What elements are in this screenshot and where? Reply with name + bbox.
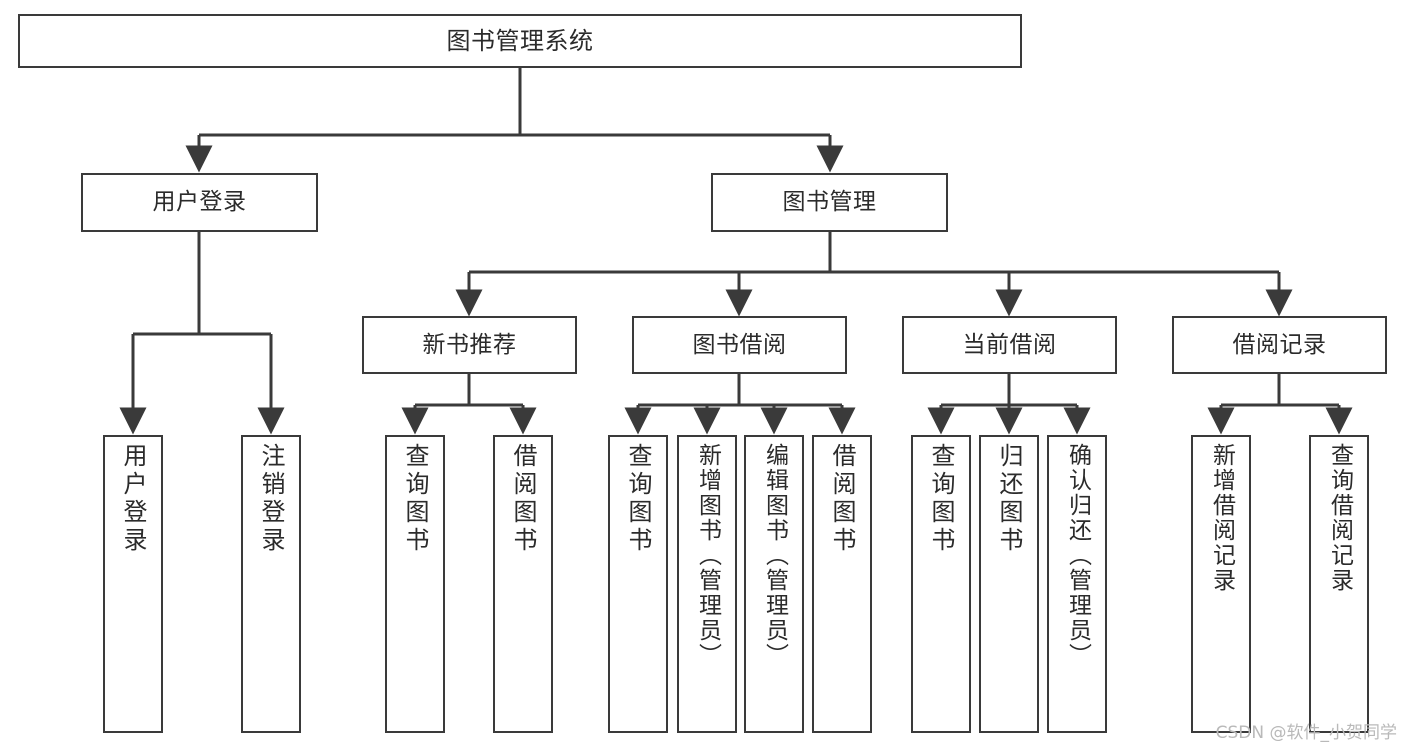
node-book-management-label: 图书管理 (782, 189, 877, 215)
node-book-borrow[interactable]: 图书借阅 (632, 316, 847, 374)
leaf-edit-book-label: 编辑图书（管理员） (761, 443, 788, 668)
leaf-user-login-label: 用户登录 (119, 443, 147, 555)
leaf-query-book-1[interactable]: 查询图书 (385, 435, 445, 733)
node-new-book-recommend[interactable]: 新书推荐 (362, 316, 577, 374)
node-root-label: 图书管理系统 (446, 27, 594, 55)
leaf-borrow-book-1-label: 借阅图书 (509, 443, 537, 555)
leaf-user-logout[interactable]: 注销登录 (241, 435, 301, 733)
leaf-query-book-2-label: 查询图书 (624, 443, 652, 555)
leaf-return-book[interactable]: 归还图书 (979, 435, 1039, 733)
leaf-add-record[interactable]: 新增借阅记录 (1191, 435, 1251, 733)
leaf-add-book[interactable]: 新增图书（管理员） (677, 435, 737, 733)
node-current-borrow[interactable]: 当前借阅 (902, 316, 1117, 374)
watermark: CSDN @软件_小贺同学 (1215, 723, 1397, 743)
leaf-query-book-1-label: 查询图书 (401, 443, 429, 555)
leaf-user-logout-label: 注销登录 (257, 443, 285, 555)
leaf-borrow-book-2-label: 借阅图书 (828, 443, 856, 555)
leaf-query-record[interactable]: 查询借阅记录 (1309, 435, 1369, 733)
leaf-add-record-label: 新增借阅记录 (1208, 443, 1235, 593)
leaf-query-book-3-label: 查询图书 (927, 443, 955, 555)
node-book-borrow-label: 图书借阅 (692, 331, 787, 358)
leaf-return-book-label: 归还图书 (995, 443, 1023, 555)
leaf-borrow-book-2[interactable]: 借阅图书 (812, 435, 872, 733)
leaf-query-record-label: 查询借阅记录 (1326, 443, 1353, 593)
leaf-confirm-return[interactable]: 确认归还（管理员） (1047, 435, 1107, 733)
node-borrow-record-label: 借阅记录 (1232, 331, 1327, 358)
node-book-management[interactable]: 图书管理 (711, 173, 948, 232)
node-new-book-recommend-label: 新书推荐 (422, 331, 517, 358)
node-current-borrow-label: 当前借阅 (962, 331, 1057, 358)
leaf-query-book-3[interactable]: 查询图书 (911, 435, 971, 733)
leaf-user-login[interactable]: 用户登录 (103, 435, 163, 733)
leaf-confirm-return-label: 确认归还（管理员） (1064, 443, 1091, 668)
node-borrow-record[interactable]: 借阅记录 (1172, 316, 1387, 374)
leaf-add-book-label: 新增图书（管理员） (694, 443, 721, 668)
node-user-login-label: 用户登录 (152, 189, 247, 215)
leaf-edit-book[interactable]: 编辑图书（管理员） (744, 435, 804, 733)
leaf-query-book-2[interactable]: 查询图书 (608, 435, 668, 733)
leaf-borrow-book-1[interactable]: 借阅图书 (493, 435, 553, 733)
node-user-login[interactable]: 用户登录 (81, 173, 318, 232)
node-root[interactable]: 图书管理系统 (18, 14, 1022, 68)
